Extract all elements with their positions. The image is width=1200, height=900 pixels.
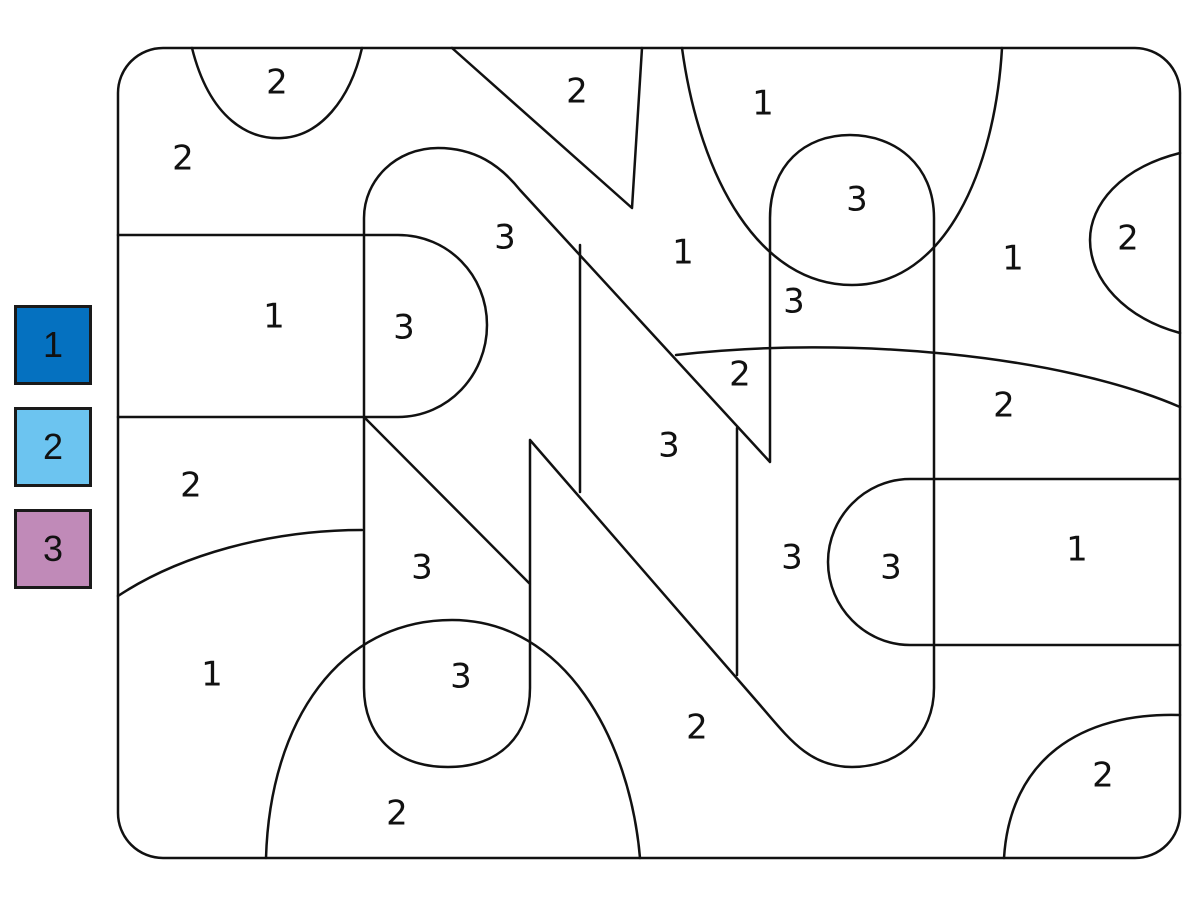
region-number[interactable]: 1 [1066, 530, 1088, 570]
region-number[interactable]: 1 [263, 297, 285, 337]
region-number[interactable]: 1 [672, 233, 694, 273]
region-outline [680, 46, 1004, 287]
legend-swatch-1[interactable]: 1 [14, 305, 92, 385]
board-border [116, 46, 1182, 860]
region-number[interactable]: 2 [993, 386, 1015, 426]
region-number[interactable]: 3 [783, 282, 805, 322]
region-number[interactable]: 2 [172, 139, 194, 179]
region-outline [362, 133, 936, 769]
region-number[interactable]: 3 [658, 426, 680, 466]
region-number[interactable]: 2 [1117, 219, 1139, 259]
region-number[interactable]: 1 [201, 655, 223, 695]
region-outline [674, 346, 1182, 409]
region-number[interactable]: 3 [393, 308, 415, 348]
region-number[interactable]: 2 [386, 794, 408, 834]
region-number[interactable]: 2 [180, 466, 202, 506]
region-outline [826, 477, 1182, 647]
region-outline [450, 46, 644, 210]
region-number[interactable]: 3 [450, 657, 472, 697]
legend-number-1: 1 [42, 324, 64, 365]
region-outline [116, 528, 364, 598]
region-number[interactable]: 2 [1092, 756, 1114, 796]
region-number[interactable]: 2 [266, 63, 288, 103]
legend-number-2: 2 [42, 426, 64, 467]
legend-swatch-2[interactable]: 2 [14, 407, 92, 487]
region-numbers: 2 2 2 1 3 3 1 1 2 3 3 1 2 2 3 2 3 3 3 1 … [172, 63, 1139, 834]
region-number[interactable]: 2 [686, 708, 708, 748]
region-number[interactable]: 3 [411, 548, 433, 588]
region-outline [190, 46, 364, 140]
region-number[interactable]: 1 [1002, 239, 1024, 279]
legend-swatch-3[interactable]: 3 [14, 509, 92, 589]
region-outline [1088, 151, 1182, 335]
region-number[interactable]: 1 [752, 84, 774, 124]
region-number[interactable]: 3 [880, 548, 902, 588]
region-number[interactable]: 3 [781, 538, 803, 578]
region-outline [116, 233, 489, 419]
region-number[interactable]: 2 [566, 72, 588, 112]
region-outline [1002, 713, 1182, 860]
region-outline [264, 618, 642, 860]
region-number[interactable]: 2 [729, 355, 751, 395]
region-number[interactable]: 3 [846, 180, 868, 220]
legend-number-3: 3 [42, 528, 64, 569]
region-number[interactable]: 3 [494, 218, 516, 258]
